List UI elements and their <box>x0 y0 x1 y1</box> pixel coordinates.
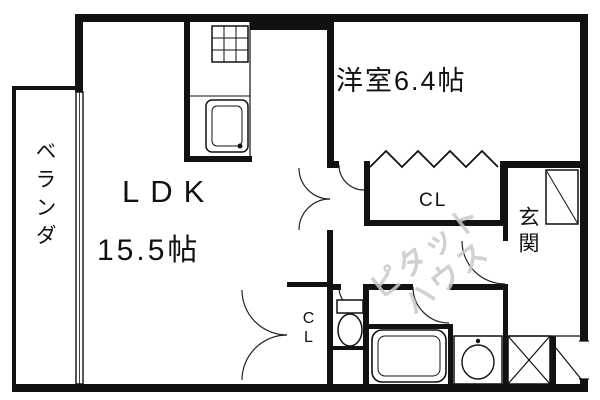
door-arc <box>412 286 450 324</box>
wall-segment <box>449 284 505 290</box>
veranda-label: ベランダ <box>33 140 56 252</box>
toilet-icon <box>337 313 363 347</box>
folding-door-icon <box>369 149 499 169</box>
wall-segment <box>500 161 588 168</box>
wall-segment <box>364 220 506 226</box>
wall-segment <box>364 161 370 226</box>
wall-segment <box>12 384 588 392</box>
entrance-door-gap <box>579 341 589 379</box>
wall-segment <box>369 324 452 329</box>
wall-segment <box>75 14 83 92</box>
wall-segment <box>333 346 369 350</box>
door-arc <box>298 198 331 231</box>
door-arc <box>241 334 288 381</box>
door-arc <box>338 164 365 191</box>
entrance-tile-icon <box>507 335 551 385</box>
door-arc <box>241 289 288 336</box>
wall-segment <box>503 284 508 386</box>
door-arc <box>298 167 331 200</box>
wall-segment <box>550 336 556 384</box>
door-arc <box>461 240 506 285</box>
wall-segment <box>327 14 334 168</box>
ldk-size-label: 15.5帖 <box>97 234 201 267</box>
thin-lines <box>75 22 589 385</box>
ldk-label: LDK <box>122 174 216 209</box>
shoe-cabinet-icon <box>545 169 579 225</box>
faucet-icon <box>475 338 481 344</box>
faucet-icon <box>237 143 243 149</box>
wall-segment <box>250 14 332 30</box>
veranda-rail <box>12 86 16 388</box>
western-room-label: 洋室6.4帖 <box>336 66 467 96</box>
wall-segment <box>327 230 333 386</box>
sink-icon <box>211 105 243 147</box>
stove-icon <box>211 25 249 63</box>
wall-segment <box>448 324 453 386</box>
toilet-icon <box>336 299 364 314</box>
kitchen-fixtures <box>205 25 249 153</box>
wall-segment <box>503 161 508 241</box>
walls <box>12 14 588 392</box>
entrance-door-leaf <box>555 347 582 380</box>
veranda-rail <box>12 86 83 90</box>
closet-upper-label: CL <box>419 190 448 211</box>
door-arcs <box>241 164 506 381</box>
kitchen-counter-edge <box>184 22 190 162</box>
entrance-label: 玄関 <box>516 206 539 258</box>
wall-segment <box>333 284 341 290</box>
bathtub-icon <box>377 335 441 377</box>
wall-segment <box>363 284 369 386</box>
wall-segment <box>363 284 413 290</box>
closet-lower-label: CL <box>300 310 317 348</box>
sanitary-fixtures <box>336 299 503 385</box>
wall-segment <box>287 282 333 287</box>
wall-segment <box>580 14 588 392</box>
entrance-tile-icon <box>507 335 551 385</box>
wall-segment <box>327 161 339 168</box>
entrance-area <box>507 169 579 385</box>
kitchen-counter-edge <box>184 156 252 162</box>
washbasin-icon <box>461 344 495 380</box>
